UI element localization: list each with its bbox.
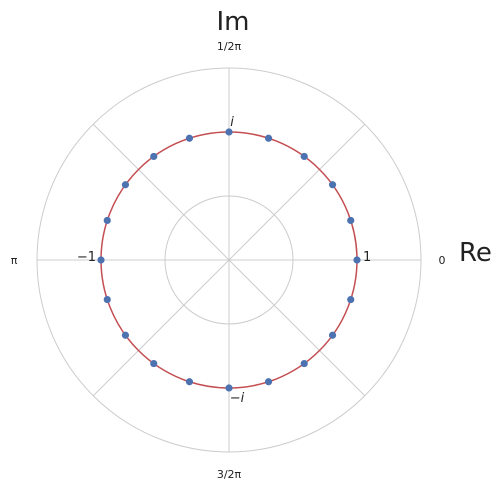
root-point — [225, 128, 233, 136]
root-point — [347, 216, 355, 225]
real-axis-title: Re — [459, 238, 492, 268]
root-point — [328, 331, 337, 339]
angle-tick-label: 3/2π — [217, 468, 242, 481]
root-point — [347, 295, 355, 304]
root-point — [264, 378, 273, 386]
root-point — [300, 152, 308, 161]
angular-gridline — [228, 123, 366, 261]
angular-gridline — [92, 123, 230, 261]
angle-tick-label: 0 — [439, 254, 446, 267]
root-point — [185, 378, 194, 386]
root-point — [121, 331, 130, 339]
root-point — [97, 256, 105, 264]
root-point — [225, 384, 233, 392]
angular-gridline — [92, 259, 230, 397]
angular-gridline — [228, 259, 366, 397]
root-point — [150, 152, 158, 161]
root-point — [103, 216, 111, 225]
root-points — [97, 128, 361, 392]
root-point — [121, 181, 130, 189]
value-label-minus-one: −1 — [77, 250, 96, 265]
imaginary-axis-title: Im — [217, 7, 250, 37]
value-label-one: 1 — [363, 250, 371, 265]
value-label-minus-i: −i — [230, 391, 245, 406]
root-point — [185, 134, 194, 142]
root-point — [300, 359, 308, 368]
value-label-i: i — [230, 115, 234, 130]
root-point — [264, 134, 273, 142]
root-point — [103, 295, 111, 304]
root-point — [328, 181, 337, 189]
angle-tick-label: π — [11, 254, 18, 267]
root-point — [150, 359, 158, 368]
angle-tick-label: 1/2π — [217, 40, 242, 53]
root-point — [353, 256, 361, 264]
